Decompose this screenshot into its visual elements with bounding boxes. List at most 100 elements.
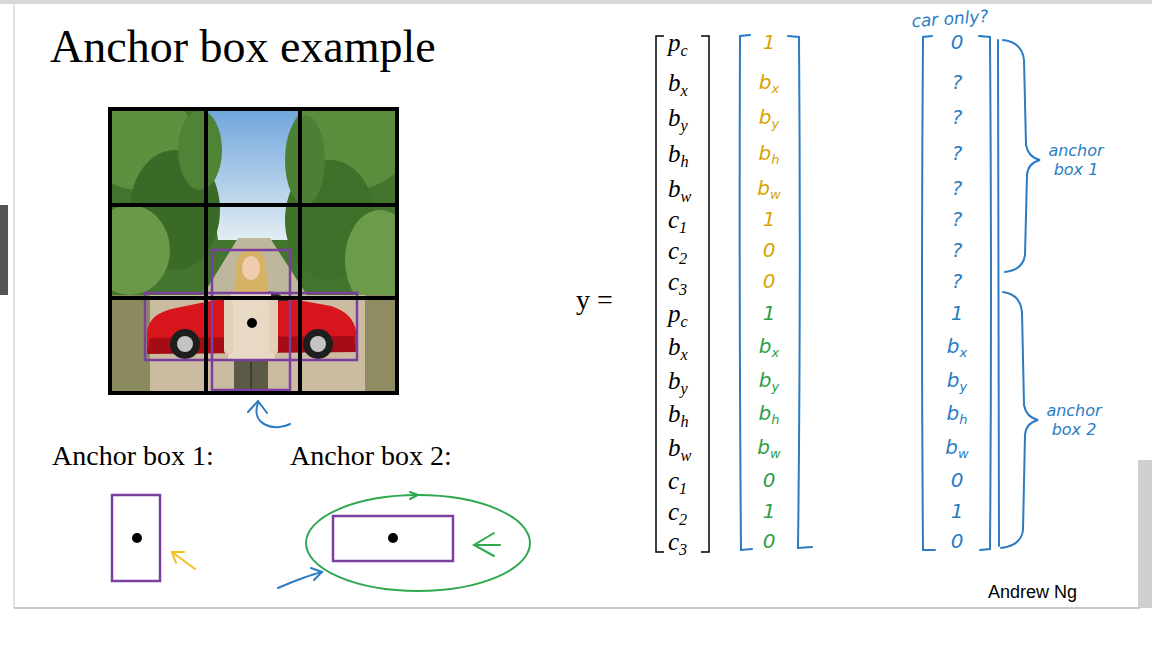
- anchor-caption: Anchor box 2:: [290, 442, 452, 470]
- road-photo: [303, 329, 333, 359]
- vector-bracket: [656, 36, 709, 552]
- slide-title: Anchor box example: [50, 24, 436, 70]
- road-photo: [110, 205, 170, 295]
- handwritten-note: anchor box 1: [1045, 141, 1107, 179]
- road-photo: [110, 109, 397, 393]
- handwritten-value: by: [947, 370, 967, 390]
- anchor-shape: [388, 533, 398, 543]
- slide-frame: [14, 4, 15, 608]
- road-photo: [170, 329, 200, 359]
- vector-bracket: [656, 36, 664, 552]
- vector-row-label: bx: [668, 334, 688, 359]
- handwritten-value: bx: [947, 336, 967, 356]
- handwritten-bracket: [998, 40, 999, 546]
- anchor-shape: [333, 516, 453, 561]
- vector-row-label: c1: [668, 468, 687, 493]
- vector-row-label: c3: [668, 529, 687, 554]
- grid-line: [298, 109, 302, 393]
- vector-row-label: bh: [668, 401, 689, 426]
- handwritten-value: 0: [763, 240, 776, 260]
- handwritten-value: 0: [951, 32, 964, 52]
- marker-arrow: [306, 495, 530, 591]
- slide-frame: [0, 205, 8, 295]
- handwritten-value: 1: [763, 32, 776, 52]
- handwritten-bracket: [1001, 292, 1038, 548]
- handwritten-value: 0: [763, 531, 776, 551]
- handwritten-value: ?: [952, 107, 963, 127]
- grid-line: [110, 109, 397, 393]
- road-photo: [285, 115, 325, 205]
- handwritten-value: ?: [952, 178, 963, 198]
- equation-label: y =: [576, 286, 613, 314]
- anchor-shape: [112, 495, 453, 581]
- handwritten-bracket: [788, 36, 812, 548]
- handwritten-value: 0: [763, 271, 776, 291]
- grid-line: [110, 203, 397, 207]
- vector-row-label: by: [668, 368, 688, 393]
- anchor-shape: [112, 495, 160, 581]
- handwritten-bracket: [740, 35, 1040, 550]
- handwritten-value: ?: [952, 143, 963, 163]
- road-photo: [234, 250, 268, 292]
- handwritten-value: bw: [757, 437, 780, 457]
- vector-row-label: c1: [668, 207, 687, 232]
- road-photo: [310, 336, 326, 352]
- vector-row-label: bw: [668, 176, 691, 201]
- pointer-arrow: [248, 401, 267, 413]
- anchor-caption: Anchor box 1:: [52, 442, 214, 470]
- road-photo: [224, 296, 233, 354]
- pointer-arrow: [248, 401, 322, 588]
- handwritten-value: 1: [763, 303, 776, 323]
- vector-row-label: c3: [668, 269, 687, 294]
- bounding-box: [145, 250, 357, 390]
- handwritten-value: 0: [763, 470, 776, 490]
- road-photo: [200, 238, 310, 300]
- handwritten-value: ?: [952, 271, 963, 291]
- handwritten-value: bw: [757, 178, 780, 198]
- handwritten-value: 1: [763, 209, 776, 229]
- slide-frame: [0, 0, 1152, 608]
- midpoint-dot: [247, 318, 257, 328]
- handwritten-value: ?: [952, 240, 963, 260]
- road-photo: [365, 295, 397, 393]
- grid-line: [110, 296, 397, 300]
- grid-line: [204, 109, 208, 393]
- anchor-shape: [132, 533, 142, 543]
- handwritten-value: bh: [759, 143, 780, 163]
- road-photo: [177, 336, 193, 352]
- handwritten-value: 1: [763, 501, 776, 521]
- handwritten-value: ?: [952, 209, 963, 229]
- handwritten-value: bx: [759, 72, 779, 92]
- vector-row-label: pc: [668, 30, 688, 55]
- handwritten-bracket: [979, 36, 991, 550]
- slide-frame: [1138, 460, 1152, 608]
- handwritten-value: by: [759, 370, 779, 390]
- road-photo: [178, 110, 222, 190]
- handwritten-note: car only?: [911, 8, 989, 30]
- grid-line: [110, 109, 397, 393]
- pointer-arrow: [311, 568, 322, 580]
- marker-arrow: [474, 533, 500, 556]
- handwritten-value: 0: [951, 531, 964, 551]
- handwritten-value: bh: [947, 403, 968, 423]
- slide-frame: [0, 0, 1152, 4]
- vector-row-label: bw: [668, 435, 691, 460]
- marker-arrow: [172, 552, 184, 563]
- handwritten-value: 0: [951, 470, 964, 490]
- vector-bracket: [701, 36, 709, 552]
- road-photo: [250, 362, 252, 393]
- vector-row-label: pc: [668, 301, 688, 326]
- vector-row-label: c2: [668, 499, 687, 524]
- handwritten-value: bh: [759, 403, 780, 423]
- handwritten-bracket: [1003, 40, 1040, 272]
- slide-frame: [14, 607, 1140, 609]
- marker-arrow: [172, 492, 530, 591]
- handwritten-value: bx: [759, 336, 779, 356]
- marker-arrow: [410, 492, 418, 499]
- handwritten-value: 1: [951, 303, 964, 323]
- marker-arrow: [172, 552, 195, 569]
- vector-row-label: c2: [668, 238, 687, 263]
- handwritten-value: ?: [952, 72, 963, 92]
